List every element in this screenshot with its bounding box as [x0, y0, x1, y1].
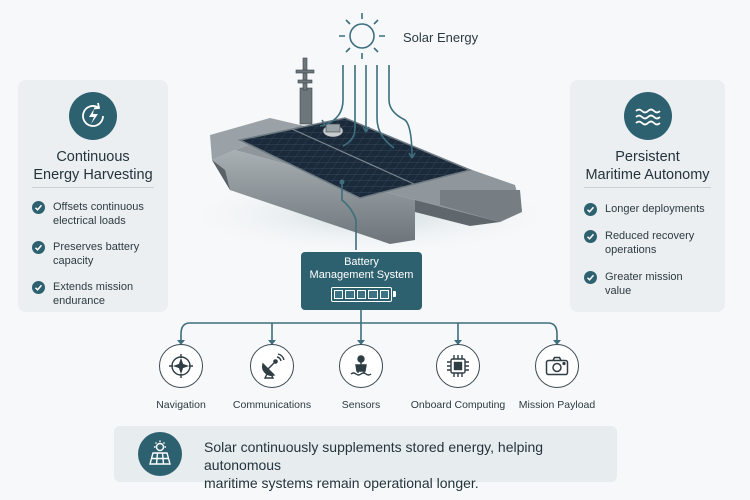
subsystem-mission-payload: Mission Payload	[502, 344, 612, 411]
sensor-buoy-icon	[339, 344, 383, 388]
bms-title: Battery Management System	[309, 256, 414, 281]
check-icon	[32, 241, 45, 254]
battery-icon	[331, 287, 396, 302]
check-icon	[584, 203, 597, 216]
battery-management-system-box: Battery Management System	[301, 252, 422, 310]
card-title: Continuous Energy Harvesting	[33, 149, 153, 183]
card-title: Persistent Maritime Autonomy	[585, 149, 710, 183]
subsystem-communications: Communications	[217, 344, 327, 411]
solar-energy-label: Solar Energy	[403, 30, 479, 45]
summary-banner: Solar continuously supplements stored en…	[114, 426, 617, 491]
vessel-to-bms-line	[341, 182, 357, 250]
check-icon	[32, 201, 45, 214]
compass-icon	[159, 344, 203, 388]
subsystem-sensors: Sensors	[306, 344, 416, 411]
continuous-energy-harvesting-card: Continuous Energy Harvesting Offsets con…	[18, 80, 168, 312]
distribution-tree	[180, 310, 558, 343]
cpu-chip-icon	[436, 344, 480, 388]
waves-icon	[623, 92, 672, 140]
list-item: Longer deployments	[584, 202, 717, 216]
check-icon	[584, 230, 597, 243]
check-icon	[584, 271, 597, 284]
satellite-dish-icon	[250, 344, 294, 388]
solar-panel-sun-icon	[138, 432, 182, 476]
persistent-maritime-autonomy-card: Persistent Maritime Autonomy Longer depl…	[570, 80, 725, 312]
camera-icon	[535, 344, 579, 388]
subsystem-onboard-computing: Onboard Computing	[403, 344, 513, 411]
sun-icon	[339, 13, 385, 59]
solar-panel-deck	[237, 117, 473, 199]
divider	[584, 187, 711, 188]
check-icon	[32, 281, 45, 294]
sunbeam-lines	[319, 65, 416, 159]
mast	[295, 57, 344, 138]
divider	[32, 187, 154, 188]
energy-cycle-icon	[69, 92, 117, 140]
summary-text: Solar continuously supplements stored en…	[204, 439, 544, 491]
subsystem-navigation: Navigation	[126, 344, 236, 411]
